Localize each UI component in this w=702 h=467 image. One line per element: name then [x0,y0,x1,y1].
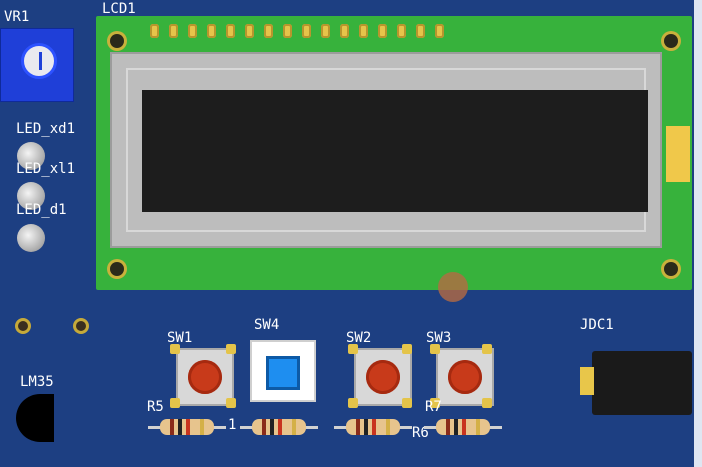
sw2-button[interactable] [354,348,412,406]
r7-label: R7 [425,399,442,415]
resistor-number-label: 1 [228,417,237,433]
lcd-backlight-tab [666,126,690,182]
sw3-button[interactable] [436,348,494,406]
via-pad [438,272,468,302]
switch-pad [430,344,440,354]
lcd-header-pin [150,24,159,38]
lcd-mount-hole [664,34,678,48]
lcd-header-pin [397,24,406,38]
switch-pad [402,398,412,408]
led-xl1-label: LED_xl1 [16,161,76,177]
lcd-header-pin [378,24,387,38]
sw4-label: SW4 [254,317,280,333]
led-d1 [17,224,45,252]
lcd-header-pin [169,24,178,38]
switch-pad [348,398,358,408]
lcd-header-pin [207,24,216,38]
led-xd1-label: LED_xd1 [16,121,76,137]
resistor-r6 [334,418,412,436]
lm35-label: LM35 [20,374,54,390]
switch-pad [402,344,412,354]
lcd-header-pin [283,24,292,38]
mount-pad [76,321,86,331]
sw4-dip-switch[interactable] [250,340,316,402]
led-xl1 [17,182,45,210]
lcd-header-pin [302,24,311,38]
lcd-header-pin [321,24,330,38]
lcd-header-pin [359,24,368,38]
switch-pad [226,344,236,354]
board-edge [694,0,702,467]
resistor-r6a [240,418,318,436]
jdc1-dc-jack [580,345,692,421]
switch-pad [226,398,236,408]
mount-pad [18,321,28,331]
lcd-header-pin [340,24,349,38]
lm35-sensor [16,394,54,442]
switch-pad [170,398,180,408]
sw1-button[interactable] [176,348,234,406]
switch-pad [482,344,492,354]
lcd-header-pin [226,24,235,38]
jdc1-label: JDC1 [580,317,614,333]
vr1-potentiometer [0,28,74,102]
lcd-screen [142,90,648,212]
led-xd1 [17,142,45,170]
lcd-mount-hole [110,262,124,276]
switch-pad [482,398,492,408]
lcd-mount-hole [664,262,678,276]
sw3-label: SW3 [426,330,452,346]
lcd-header-pin [188,24,197,38]
lcd-header-pin [435,24,444,38]
switch-pad [348,344,358,354]
switch-pad [430,398,440,408]
vr1-label: VR1 [4,9,30,25]
resistor-r7 [424,418,502,436]
sw2-label: SW2 [346,330,372,346]
lcd-mount-hole [110,34,124,48]
led-d1-label: LED_d1 [16,202,67,218]
lcd1-label: LCD1 [102,1,136,17]
resistor-r5 [148,418,226,436]
sw1-label: SW1 [167,330,193,346]
r5-label: R5 [147,399,164,415]
lcd-header-pin [264,24,273,38]
lcd-header-pin [416,24,425,38]
r6-label: R6 [412,425,429,441]
switch-pad [170,344,180,354]
lcd-header-pin [245,24,254,38]
